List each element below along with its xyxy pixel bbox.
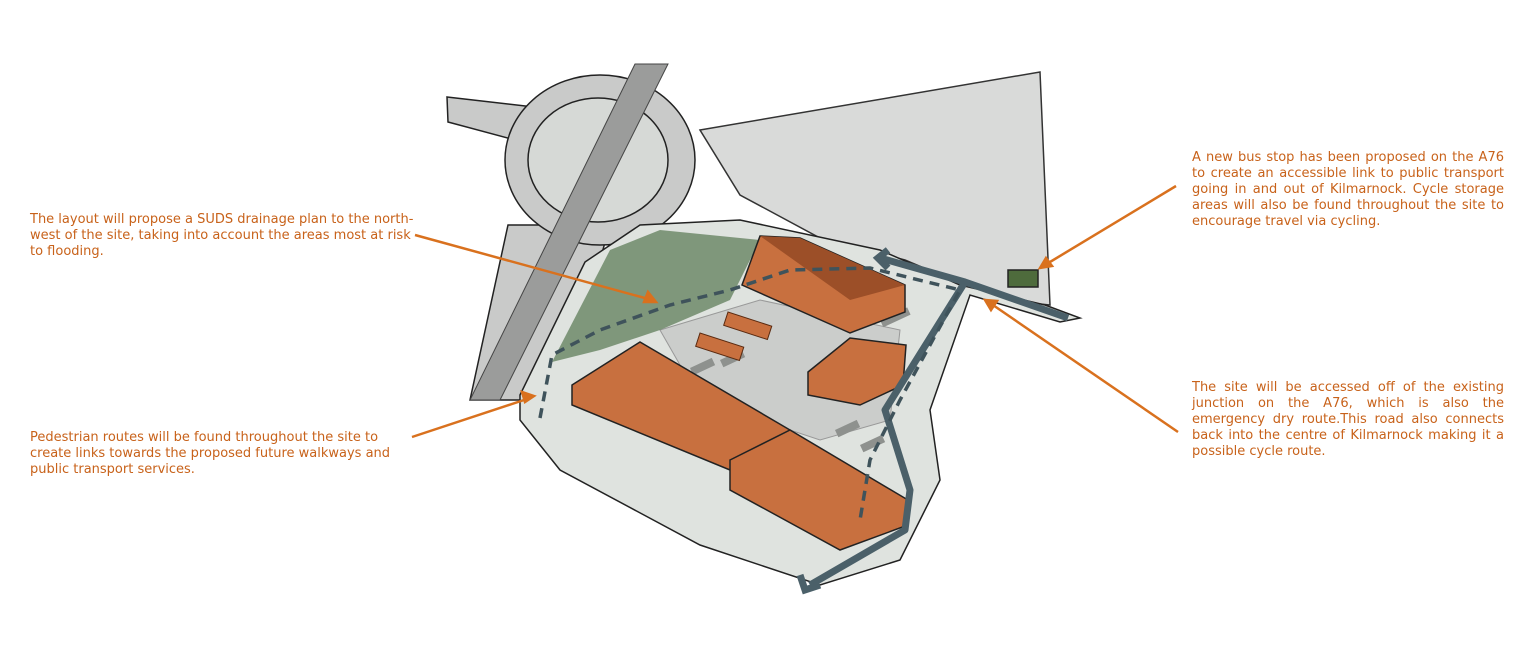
suds-annotation: The layout will propose a SUDS drainage … xyxy=(30,212,414,259)
leader-lines xyxy=(411,184,1179,439)
access-route-arrow-south xyxy=(796,573,822,595)
pedestrian-annotation: Pedestrian routes will be found througho… xyxy=(30,430,391,477)
dual-carriageway xyxy=(469,63,669,401)
bus-stop-annotation: A new bus stop has been proposed on the … xyxy=(1192,150,1504,229)
bus-stop-marker xyxy=(1007,269,1039,288)
pedestrian-route xyxy=(538,266,963,521)
access-annotation: The site will be accessed off of the exi… xyxy=(1192,380,1504,459)
small-units xyxy=(695,311,773,362)
access-route-arrow-north xyxy=(872,247,891,271)
access-route xyxy=(808,254,1070,589)
